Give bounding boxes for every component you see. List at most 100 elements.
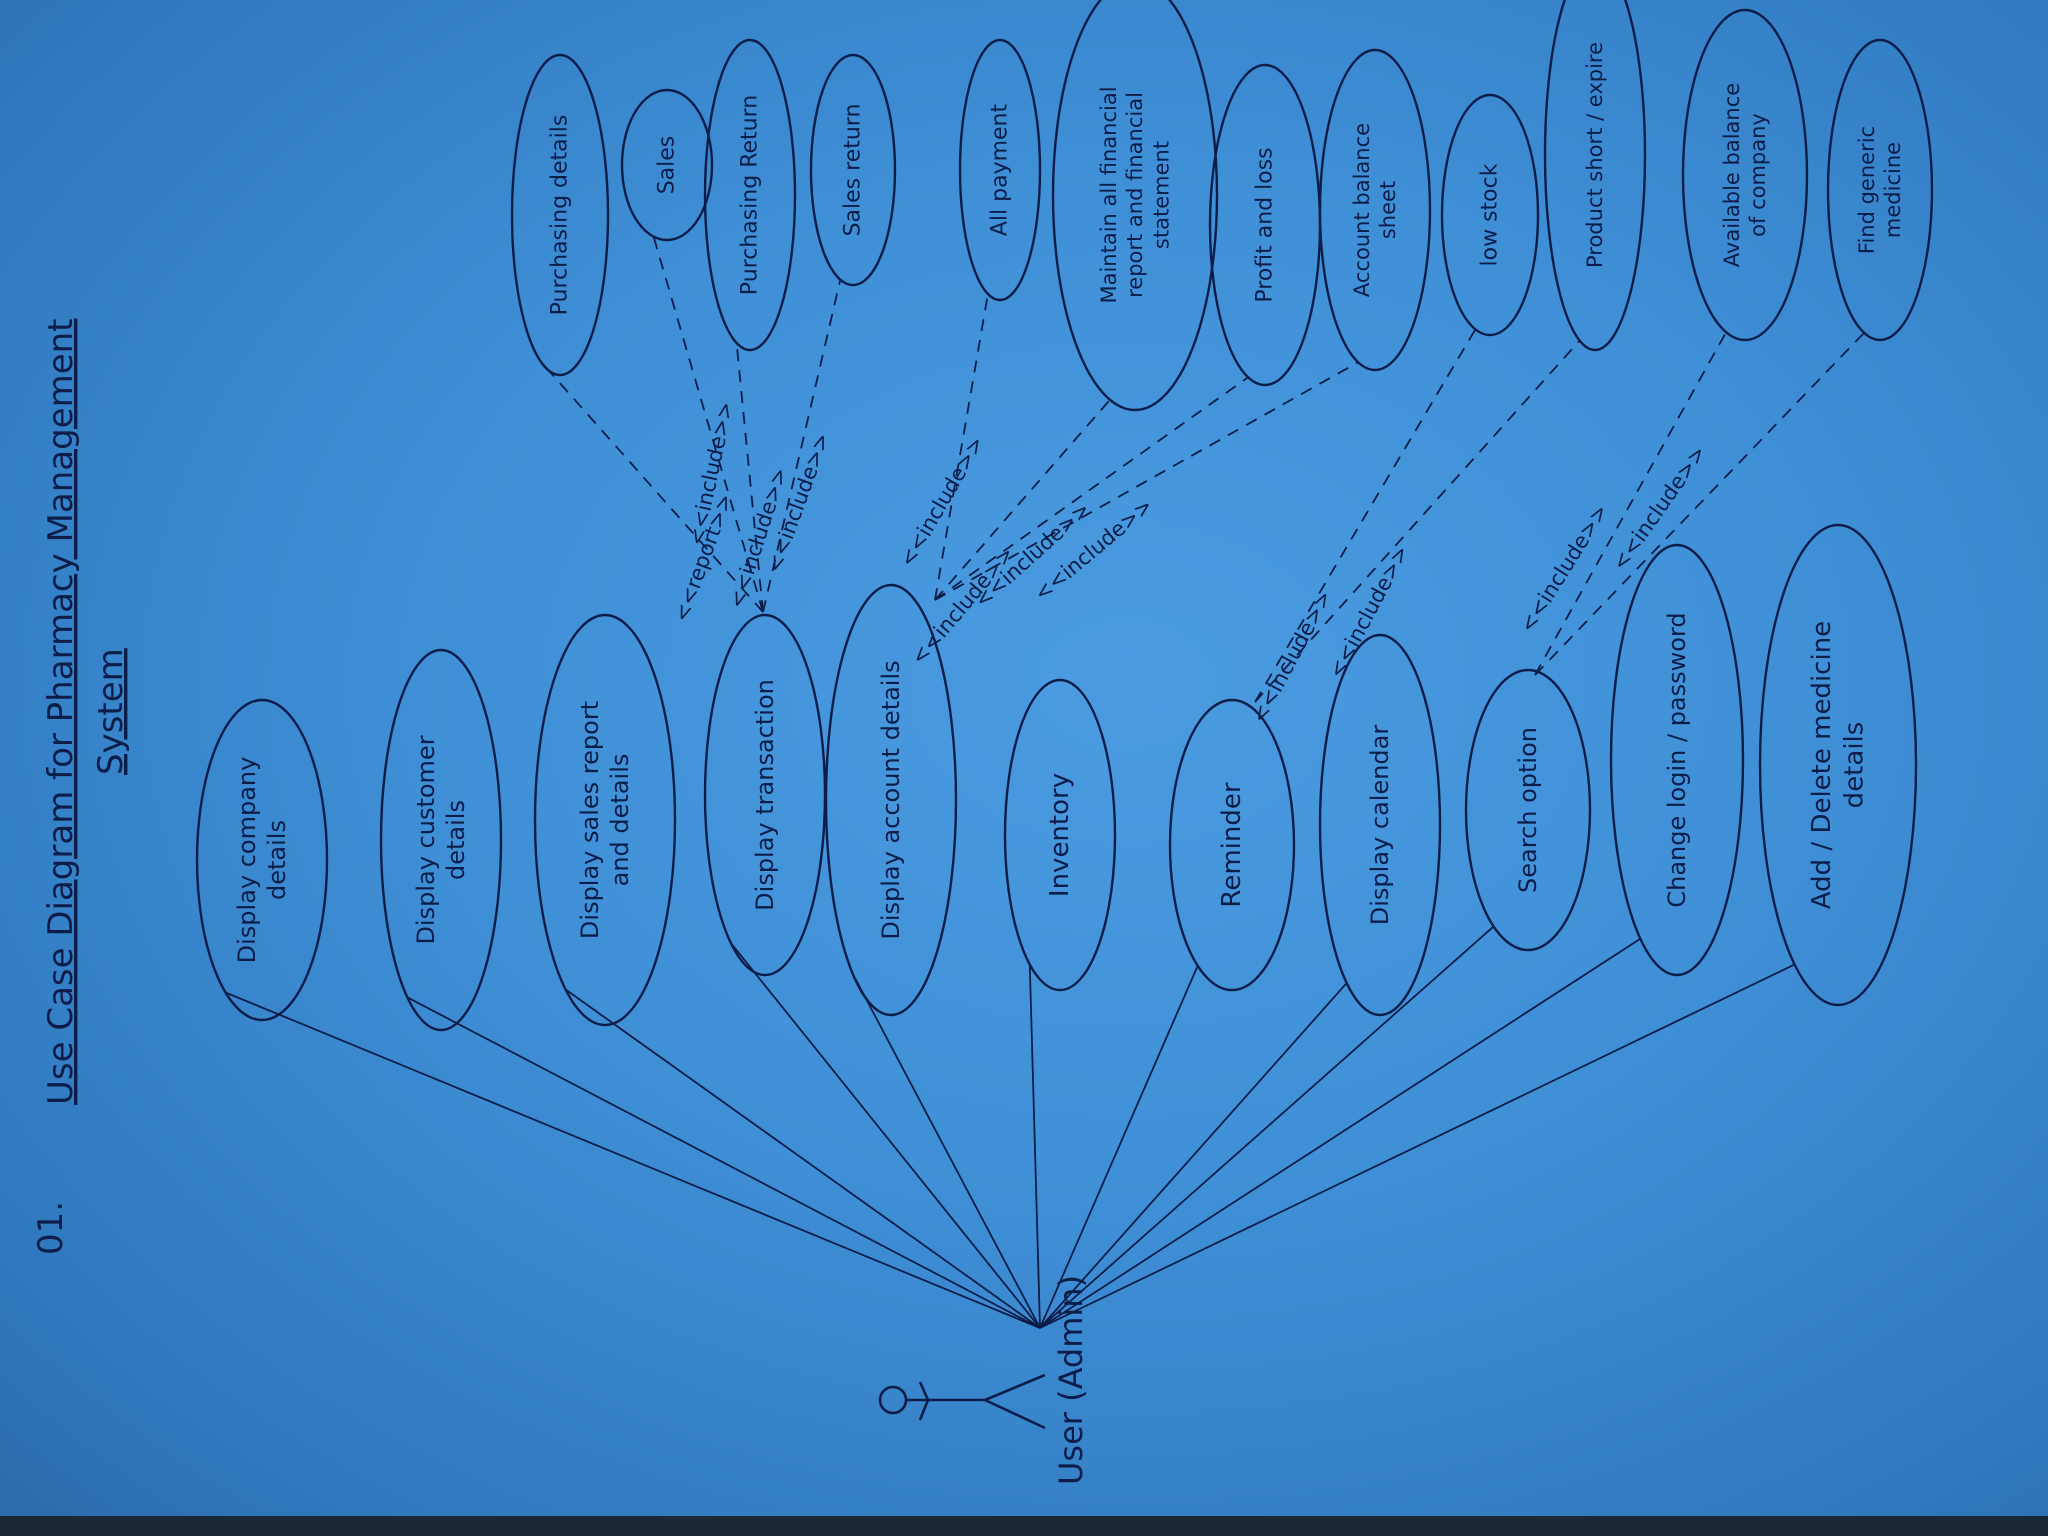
available-balance-label-line-1: Available balance <box>1720 83 1744 267</box>
product-short-expire-label-line-1: Product short / expire <box>1583 42 1607 268</box>
relation-label-include: <<include>> <box>1324 541 1414 682</box>
find-generic-medicine-label-line-2: medicine <box>1881 142 1905 238</box>
association-display-customer-details <box>407 996 1041 1329</box>
association-display-transaction <box>731 943 1041 1329</box>
included-use-case-product-short-expire: Product short / expire <box>1543 0 1647 352</box>
title-line-1: Use Case Diagram for Pharmacy Management <box>41 319 81 1106</box>
use-case-display-calendar: Display calendar <box>1318 633 1442 1017</box>
included-use-case-purchasing-return: Purchasing Return <box>703 38 797 352</box>
association-display-account-details <box>854 978 1041 1329</box>
change-login-password-label-line-1: Change login / password <box>1663 612 1691 907</box>
display-transaction-label-line-1: Display transaction <box>751 679 779 911</box>
relation-label-include: <<include>> <box>684 399 738 547</box>
account-balance-sheet-ellipse <box>1318 48 1432 372</box>
search-option-ellipse <box>1464 668 1592 952</box>
display-customer-details-ellipse <box>379 648 503 1032</box>
sales-return-label-line-1: Sales return <box>841 104 866 237</box>
reminder-label-line-1: Reminder <box>1217 782 1247 907</box>
maintain-financial-report-label-line-1: Maintain all financial <box>1097 86 1121 303</box>
included-use-case-all-payment: All payment <box>958 38 1042 302</box>
included-use-case-profit-and-loss: Profit and loss <box>1208 63 1322 387</box>
low-stock-label-line-1: low stock <box>1478 163 1503 266</box>
display-company-details-label-line-1: Display company <box>233 757 261 964</box>
change-login-password-ellipse <box>1609 543 1745 977</box>
title-number: 01. <box>31 1201 71 1255</box>
actor-admin: User (Admin) <box>878 1275 1090 1485</box>
use-case-inventory: Inventory <box>1003 678 1117 992</box>
use-case-search-option: Search option <box>1464 668 1592 952</box>
relation-search-option-to-find-generic-medicine <box>1534 331 1866 676</box>
reminder-ellipse <box>1168 698 1296 992</box>
association-display-company-details <box>225 991 1041 1329</box>
relation-reminder-to-low-stock <box>1254 328 1477 703</box>
relation-label-include: <<include>> <box>1247 586 1337 727</box>
all-payment-ellipse <box>958 38 1042 302</box>
display-customer-details-label-line-2: details <box>442 800 470 880</box>
search-option-label-line-1: Search option <box>1514 727 1542 893</box>
add-delete-medicine-ellipse <box>1758 523 1918 1007</box>
relation-display-account-details-to-maintain-financial-report <box>934 398 1112 601</box>
use-case-reminder: Reminder <box>1168 698 1296 992</box>
diagram-title: 01. Use Case Diagram for Pharmacy Manage… <box>31 319 131 1256</box>
display-sales-report-ellipse <box>533 613 677 1027</box>
included-use-case-purchasing-details: Purchasing details <box>510 53 610 377</box>
maintain-financial-report-ellipse <box>1051 0 1219 412</box>
account-balance-sheet-label-line-2: sheet <box>1376 181 1400 239</box>
include-lines <box>544 235 1866 703</box>
add-delete-medicine-label-line-1: Add / Delete medicine <box>1807 621 1837 909</box>
association-display-calendar <box>1039 982 1348 1329</box>
relation-label-include: <<include>> <box>1515 500 1613 637</box>
association-add-delete-medicine <box>1039 963 1796 1329</box>
purchasing-details-ellipse <box>510 53 610 377</box>
title-line-2: System <box>91 648 131 775</box>
all-payment-label-line-1: All payment <box>988 103 1013 236</box>
included-use-case-sales-return: Sales return <box>809 53 897 287</box>
association-search-option <box>1039 925 1495 1329</box>
actor-leg-upper <box>984 1373 1046 1402</box>
product-short-expire-ellipse <box>1543 0 1647 352</box>
sales-return-ellipse <box>809 53 897 287</box>
display-calendar-label-line-1: Display calendar <box>1366 725 1394 926</box>
inventory-ellipse <box>1003 678 1117 992</box>
display-calendar-ellipse <box>1318 633 1442 1017</box>
actor-arm-upper <box>918 1381 930 1401</box>
association-lines <box>225 925 1796 1329</box>
actor-head <box>878 1385 908 1415</box>
included-use-case-low-stock: low stock <box>1440 93 1540 337</box>
sales-ellipse <box>620 88 714 242</box>
association-inventory <box>1028 963 1041 1329</box>
display-company-details-ellipse <box>195 698 329 1022</box>
available-balance-ellipse <box>1681 8 1809 342</box>
display-sales-report-label-line-1: Display sales report <box>576 701 604 939</box>
table-edge <box>0 1516 2048 1536</box>
relation-display-account-details-to-all-payment <box>934 293 989 601</box>
find-generic-medicine-ellipse <box>1826 38 1934 342</box>
relation-display-account-details-to-profit-and-loss <box>934 376 1250 601</box>
profit-and-loss-label-line-1: Profit and loss <box>1253 147 1278 302</box>
purchasing-return-ellipse <box>703 38 797 352</box>
relation-reminder-to-product-short-expire <box>1254 339 1581 703</box>
find-generic-medicine-label-line-1: Find generic <box>1855 126 1879 254</box>
relation-label-include: <<include>> <box>895 432 989 571</box>
add-delete-medicine-label-line-2: details <box>1839 722 1869 809</box>
display-account-details-label-line-1: Display account details <box>877 660 905 939</box>
maintain-financial-report-label-line-2: report and financial <box>1123 92 1147 298</box>
display-company-details-label-line-2: details <box>263 820 291 900</box>
use-case-change-login-password: Change login / password <box>1609 543 1745 977</box>
actor-leg-lower <box>984 1398 1046 1430</box>
association-reminder <box>1039 964 1199 1329</box>
use-case-display-transaction: Display transaction <box>703 613 827 977</box>
association-display-sales-report <box>565 989 1041 1329</box>
